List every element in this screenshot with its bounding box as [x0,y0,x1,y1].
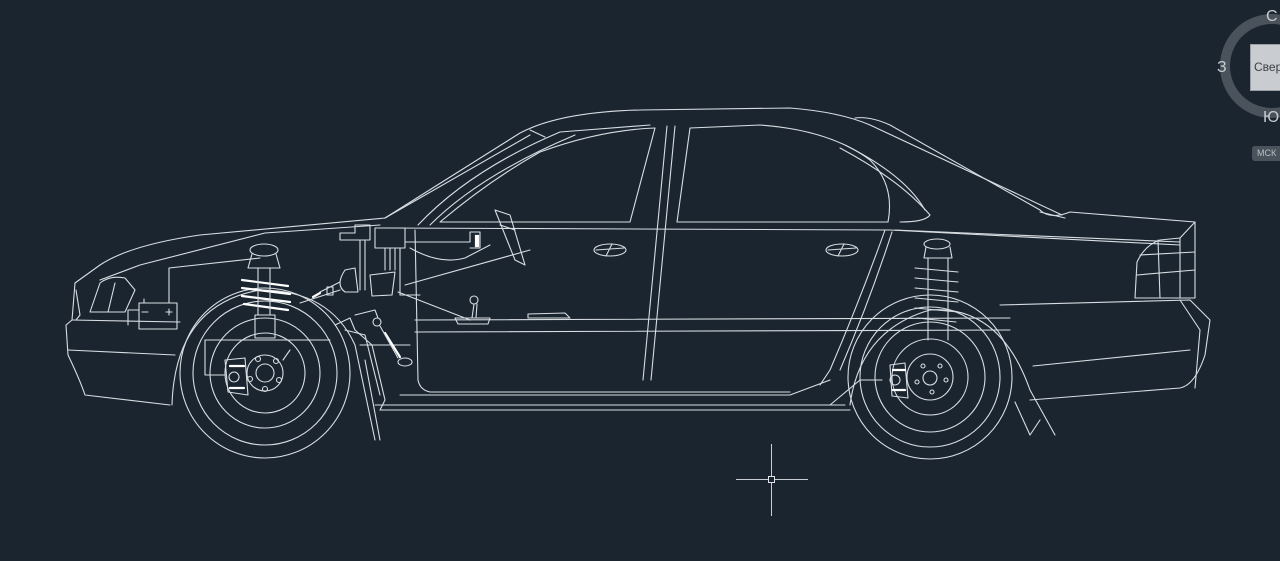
ucs-menu-button[interactable]: МСК [1252,146,1280,161]
viewcube-compass-ring[interactable] [1220,14,1280,118]
compass-west-label[interactable]: З [1217,59,1227,76]
viewcube-top-face[interactable]: Сверху [1250,44,1280,91]
gear-shifter [454,295,571,325]
door-handle-front [593,243,627,257]
engine-components [299,209,531,411]
car-body-outline [65,107,1211,441]
battery [127,257,261,330]
crosshair-cursor [736,444,808,516]
compass-south-label[interactable]: Ю [1263,109,1280,126]
pickbox [768,476,775,483]
rear-wheel [829,294,1013,460]
compass-north-label[interactable]: С [1266,8,1278,25]
door-handle-rear [825,243,859,257]
rear-suspension-strut [914,238,959,341]
front-wheel [179,287,351,459]
viewcube[interactable]: С З Ю Сверху МСК [1200,0,1280,170]
front-suspension-strut [240,243,292,339]
